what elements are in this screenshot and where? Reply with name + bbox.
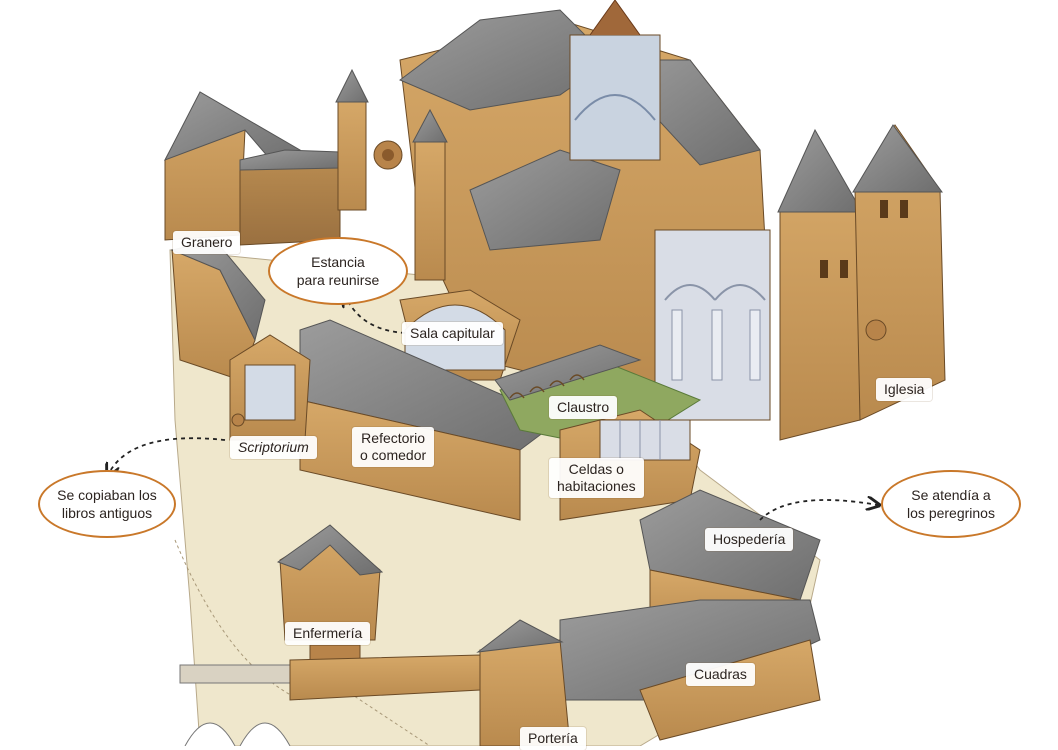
callout-copiaban: Se copiaban los libros antiguos (38, 470, 176, 538)
label-hospederia: Hospedería (705, 528, 794, 551)
label-refectorio: Refectorio o comedor (352, 427, 435, 467)
church-towers (777, 124, 946, 441)
label-granero: Granero (173, 231, 241, 254)
label-enfermeria: Enfermería (285, 622, 371, 645)
label-iglesia: Iglesia (876, 378, 933, 401)
arrows (108, 295, 878, 521)
granary-building (163, 91, 341, 246)
label-claustro: Claustro (549, 396, 618, 419)
label-cuadras: Cuadras (686, 663, 755, 686)
gatehouse (476, 619, 571, 746)
bridge (179, 654, 481, 746)
scriptorium (229, 334, 311, 441)
arrow-to-atendia (759, 500, 878, 521)
label-sala-capitular: Sala capitular (402, 322, 503, 345)
label-scriptorium: Scriptorium (230, 436, 317, 459)
callout-estancia: Estancia para reunirse (268, 237, 408, 305)
label-porteria: Portería (520, 727, 586, 750)
label-celdas: Celdas o habitaciones (549, 458, 644, 498)
stables (559, 599, 821, 741)
callout-atendia: Se atendía a los peregrinos (881, 470, 1021, 538)
